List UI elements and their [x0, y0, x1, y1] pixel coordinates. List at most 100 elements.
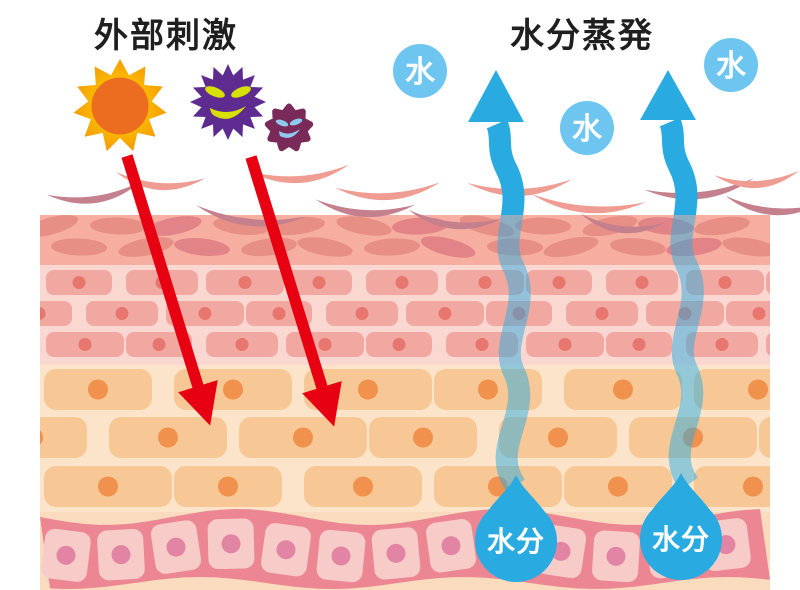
droplet-label: 水分 [652, 524, 710, 555]
cell-nucleus [441, 536, 461, 556]
moisture-arrow-left-inskin [495, 215, 531, 493]
skin-cross-section [40, 215, 770, 590]
virus-small-left-eye [275, 119, 289, 127]
cell-nucleus [718, 276, 732, 289]
virus-icon-large [190, 64, 266, 140]
water-circle-shape [393, 44, 447, 98]
cell-nucleus [478, 276, 492, 289]
cell-nucleus [353, 476, 373, 497]
cell-nucleus [218, 476, 238, 497]
cell-nucleus [88, 379, 108, 400]
virus-small-mouth [279, 129, 300, 138]
cell-nucleus [478, 379, 498, 400]
skin-flake [725, 195, 800, 216]
skin-flake [714, 170, 800, 188]
cell-nucleus [552, 276, 566, 289]
cell-nucleus [223, 379, 243, 400]
skin-flake [531, 194, 646, 214]
cell-nucleus [606, 546, 626, 566]
cell-nucleus [238, 276, 252, 289]
epidermis-cell [694, 466, 770, 507]
corneum-cell [543, 236, 599, 258]
skin-flake [115, 171, 206, 191]
corneum-cell [90, 217, 146, 235]
corneum-cell [146, 216, 202, 236]
moisture-arrow-right-wave [659, 117, 698, 215]
moisture-arrow-left-head [468, 70, 524, 122]
cell-nucleus [752, 307, 766, 320]
corneum-cell [364, 238, 420, 256]
water-circle-3: 水 [704, 38, 758, 92]
cell-nucleus [198, 307, 212, 320]
cell-nucleus [475, 338, 489, 351]
right-section-title: 水分蒸発 [510, 17, 654, 55]
corneum-cell [515, 217, 571, 235]
droplet-shape [474, 475, 558, 583]
cell-nucleus [331, 546, 351, 566]
cell-nucleus [548, 427, 568, 448]
skin-flake [408, 209, 504, 230]
moisture-droplet-right: 水分 [639, 473, 723, 581]
cell-nucleus [358, 379, 378, 400]
cell-nucleus [392, 338, 406, 351]
water-circle-label: 水 [405, 56, 436, 89]
cell-nucleus [748, 379, 768, 400]
cell-nucleus [152, 338, 166, 351]
water-circle-label: 水 [716, 50, 747, 83]
cell-nucleus [558, 338, 572, 351]
cell-nucleus [438, 307, 452, 320]
cell-nucleus [608, 476, 628, 497]
moisture-evaporation-arrows [468, 70, 704, 493]
virus-small-right-eye [289, 118, 303, 126]
cell-nucleus [386, 543, 406, 563]
virus-large-mouth [210, 106, 246, 119]
cell-nucleus [413, 427, 433, 448]
cell-nucleus [40, 307, 46, 320]
corneum-cell [297, 237, 353, 257]
corneum-cell [610, 238, 666, 256]
virus-icon-small [264, 103, 314, 152]
skin-flake [196, 205, 306, 227]
cell-nucleus [293, 427, 313, 448]
corneum-cell [722, 237, 770, 257]
epidermis-cell [40, 301, 72, 326]
skin-flake [580, 213, 666, 234]
corneum-cell [40, 215, 79, 237]
water-circle-2: 水 [560, 101, 614, 155]
corneum-cell [174, 238, 230, 256]
cell-nucleus [111, 545, 131, 565]
corneum-cell [694, 216, 750, 236]
external-stimuli-arrows [121, 154, 342, 427]
cell-nucleus [595, 307, 609, 320]
moisture-droplet-left: 水分 [474, 475, 558, 583]
virus-spikes [190, 64, 266, 140]
virus-large-left-eye [205, 86, 225, 98]
cell-nucleus [221, 534, 241, 554]
cell-nucleus [632, 338, 646, 351]
cell-nucleus [715, 338, 729, 351]
epidermis-cell [759, 417, 770, 458]
epidermis-cell [40, 417, 87, 458]
virus-small-body [264, 103, 314, 152]
virus-spikes [264, 103, 314, 152]
cell-nucleus [318, 338, 332, 351]
cell-nucleus [613, 379, 633, 400]
basal-layer-band [40, 509, 770, 589]
skin-flake [335, 182, 441, 201]
water-circle-1: 水 [393, 44, 447, 98]
cell-nucleus [276, 540, 296, 560]
cell-nucleus [115, 307, 129, 320]
sun-icon [73, 59, 167, 152]
cell-nucleus [166, 537, 186, 557]
cell-nucleus [272, 307, 286, 320]
cell-nucleus [312, 276, 326, 289]
droplet-shape [639, 473, 723, 581]
cell-nucleus [40, 430, 43, 445]
skin-flake [315, 199, 416, 218]
cell-nucleus [355, 307, 369, 320]
skin-flake [249, 164, 350, 184]
cell-nucleus [395, 276, 409, 289]
cell-nucleus [235, 338, 249, 351]
